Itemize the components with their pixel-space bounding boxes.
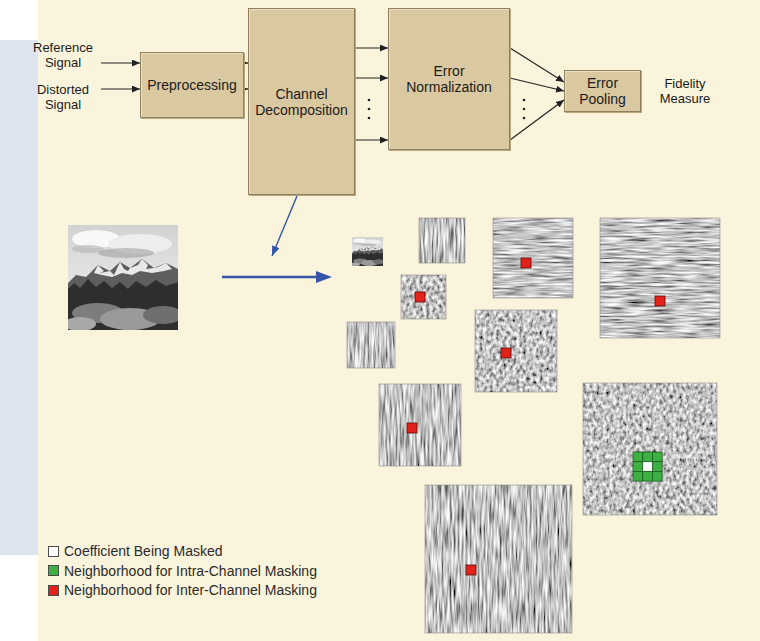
signal-label: Fidelity Measure xyxy=(650,76,720,106)
box-label: Error Pooling xyxy=(571,75,634,107)
lowpass-band xyxy=(351,237,385,266)
input-arrow xyxy=(101,62,140,63)
masked-coefficient xyxy=(643,462,653,472)
landscape-photo xyxy=(64,225,183,331)
intra-channel-neighborhood xyxy=(633,452,662,481)
legend-swatch xyxy=(48,585,59,596)
legend-row: Coefficient Being Masked xyxy=(48,541,223,561)
flow-arrow xyxy=(355,139,388,140)
process-box: Channel Decomposition xyxy=(248,8,355,195)
process-box: Preprocessing xyxy=(140,52,244,118)
legend-row: Neighborhood for Inter-Channel Masking xyxy=(48,580,317,600)
decomposition-arrow xyxy=(222,276,318,279)
box-label: Error Normalization xyxy=(395,63,503,95)
box-label: Channel Decomposition xyxy=(255,86,348,118)
inter-channel-neighbor xyxy=(407,258,665,575)
background xyxy=(38,0,760,641)
process-box: Error Pooling xyxy=(564,70,641,112)
pointer-line xyxy=(272,196,297,256)
input-arrow xyxy=(101,88,140,89)
flow-arrow xyxy=(355,77,388,78)
flow-arrow xyxy=(510,100,564,140)
process-box: Error Normalization xyxy=(388,8,510,150)
side-panel xyxy=(0,40,38,555)
legend-swatch xyxy=(48,546,59,557)
signal-label: Distorted Signal xyxy=(26,82,100,112)
decomposition-arrowhead xyxy=(316,271,332,283)
subbands xyxy=(347,218,720,633)
box-label: Preprocessing xyxy=(147,77,237,93)
legend-text: Coefficient Being Masked xyxy=(64,542,223,560)
signal-label: Reference Signal xyxy=(26,40,100,70)
legend-row: Neighborhood for Intra-Channel Masking xyxy=(48,561,317,581)
flow-arrow xyxy=(510,78,564,91)
legend-text: Neighborhood for Inter-Channel Masking xyxy=(64,581,317,599)
legend-text: Neighborhood for Intra-Channel Masking xyxy=(64,562,317,580)
flow-arrow xyxy=(355,47,388,48)
legend-swatch xyxy=(48,565,59,576)
subband-borders xyxy=(347,218,720,633)
flow-arrow xyxy=(510,48,564,82)
